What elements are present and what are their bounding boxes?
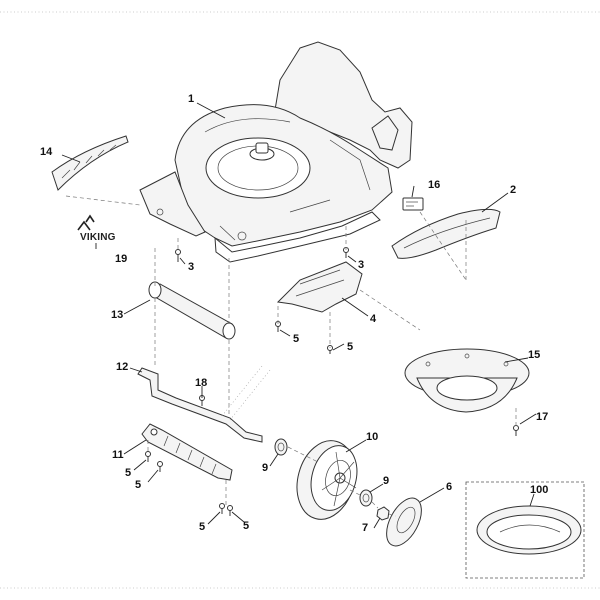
rear-cover <box>391 208 501 259</box>
logo-text: VIKING <box>80 232 116 243</box>
assembly-kit-box <box>465 481 585 579</box>
screws <box>145 247 519 516</box>
callout-3-right: 3 <box>358 259 364 271</box>
leader-lines <box>61 102 537 529</box>
callout-5-b: 5 <box>347 341 353 353</box>
wheel-bearing-right <box>359 489 373 507</box>
callout-15: 15 <box>528 349 540 361</box>
callout-18: 18 <box>195 377 207 389</box>
callout-5-a: 5 <box>293 333 299 345</box>
callout-16: 16 <box>428 179 440 191</box>
callout-100: 100 <box>530 484 548 496</box>
callout-5-f: 5 <box>243 520 249 532</box>
callout-10: 10 <box>366 431 378 443</box>
screw-5-bracket-c <box>219 503 225 514</box>
callout-9-a: 9 <box>262 462 268 474</box>
hub-cap <box>386 497 422 547</box>
wheel-nut <box>376 506 390 521</box>
viking-logo-badge: VIKING <box>77 214 116 243</box>
screw-17 <box>513 425 519 436</box>
callout-17: 17 <box>536 411 548 423</box>
screw-3-left <box>175 249 181 262</box>
callout-3-left: 3 <box>188 261 194 273</box>
callout-4: 4 <box>370 313 377 325</box>
callout-5-c: 5 <box>125 467 131 479</box>
callout-14: 14 <box>40 146 53 158</box>
mower-deck-housing <box>139 41 413 263</box>
callout-5-e: 5 <box>199 521 205 533</box>
callout-19: 19 <box>115 253 127 265</box>
front-roller <box>148 281 236 340</box>
callout-9-b: 9 <box>383 475 389 487</box>
callout-2: 2 <box>510 184 516 196</box>
wheel-bearing-left <box>274 438 288 456</box>
wheel <box>296 440 358 520</box>
callout-11: 11 <box>112 449 124 461</box>
assembly-guide-lines <box>65 195 517 517</box>
height-adjust-axle <box>137 365 271 443</box>
callout-1: 1 <box>188 93 194 105</box>
grass-deflector-dish <box>404 348 530 413</box>
callout-5-d: 5 <box>135 479 141 491</box>
callout-labels: 1 2 3 3 4 5 5 5 5 5 5 6 7 9 9 10 11 12 1… <box>40 93 548 534</box>
callout-6: 6 <box>446 481 452 493</box>
side-guard-strip <box>51 135 129 191</box>
screw-5-bracket-a <box>145 451 151 462</box>
screw-5-bracket-d <box>227 505 233 516</box>
callout-13: 13 <box>111 309 123 321</box>
callout-7: 7 <box>362 522 368 534</box>
type-label-plate <box>402 197 424 211</box>
screw-5-flap-right <box>327 345 333 354</box>
screw-5-bracket-b <box>157 461 163 472</box>
axle-bracket <box>141 423 233 481</box>
callout-12: 12 <box>116 361 128 373</box>
discharge-flap <box>276 261 363 313</box>
